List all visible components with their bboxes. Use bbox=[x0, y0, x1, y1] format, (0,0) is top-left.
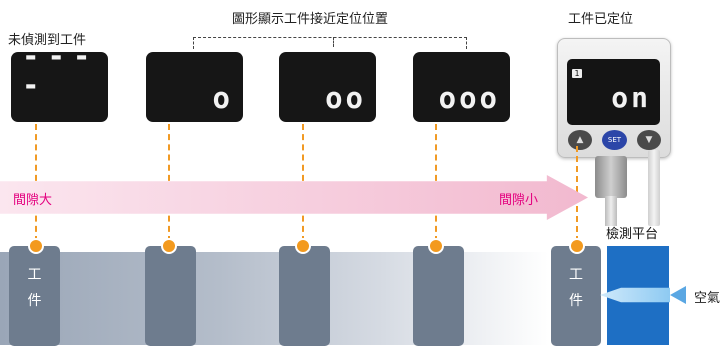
down-button[interactable]: ▼ bbox=[637, 130, 661, 150]
display-readout: o bbox=[212, 81, 233, 115]
tube-fitting bbox=[595, 156, 627, 198]
gap-arrow bbox=[0, 175, 588, 220]
workpiece-block bbox=[413, 246, 464, 346]
label-platform: 檢測平台 bbox=[606, 227, 659, 242]
down-arrow-icon: ▼ bbox=[645, 135, 653, 145]
set-button-label: SET bbox=[607, 136, 622, 144]
workpiece-label-char1: 工 bbox=[27, 267, 42, 283]
up-button[interactable]: ▲ bbox=[568, 130, 592, 150]
label-positioned: 工件已定位 bbox=[568, 12, 634, 27]
display-readout: oo bbox=[325, 81, 366, 115]
label-gap-large: 間隙大 bbox=[13, 193, 53, 208]
position-dot bbox=[161, 238, 177, 254]
set-button[interactable]: SET bbox=[602, 130, 627, 150]
up-arrow-icon: ▲ bbox=[576, 135, 584, 145]
display-readout: ---- bbox=[22, 39, 99, 102]
workpiece-block bbox=[279, 246, 330, 346]
air-jet bbox=[600, 287, 670, 303]
label-approach-title: 圖形顯示工件接近定位位置 bbox=[232, 12, 389, 27]
sensor-device: 1 on ▲ SET ▼ bbox=[557, 38, 671, 158]
position-dot bbox=[569, 238, 585, 254]
position-dot bbox=[295, 238, 311, 254]
workpiece-block bbox=[145, 246, 196, 346]
workpiece-label-char1: 工 bbox=[569, 267, 583, 283]
label-air: 空氣 bbox=[694, 291, 721, 306]
sensor-channel-badge: 1 bbox=[572, 69, 582, 78]
workpiece-label-char2: 件 bbox=[27, 293, 42, 309]
sensor-reading: on bbox=[611, 81, 651, 114]
label-not-detected: 未偵測到工件 bbox=[8, 33, 87, 48]
sensor-screen: 1 on bbox=[567, 59, 660, 125]
display-panel-level-3: ooo bbox=[413, 52, 510, 122]
triangle-left-icon bbox=[670, 286, 686, 304]
display-panel-level-1: o bbox=[146, 52, 243, 122]
position-dot bbox=[28, 238, 44, 254]
display-readout: ooo bbox=[438, 81, 500, 115]
air-tube bbox=[648, 150, 660, 226]
workpiece-block: 工 件 bbox=[9, 246, 60, 346]
title-bracket bbox=[193, 37, 467, 49]
title-bracket-center bbox=[333, 37, 334, 47]
position-dot bbox=[428, 238, 444, 254]
workpiece-band bbox=[0, 252, 548, 345]
workpiece-block-positioned: 工 件 bbox=[551, 246, 601, 346]
workpiece-label-char2: 件 bbox=[569, 293, 583, 309]
display-panel-no-workpiece: ---- bbox=[11, 42, 108, 122]
label-gap-small: 間隙小 bbox=[499, 193, 539, 208]
tube-fitting-body bbox=[605, 196, 617, 226]
display-panel-level-2: oo bbox=[279, 52, 376, 122]
